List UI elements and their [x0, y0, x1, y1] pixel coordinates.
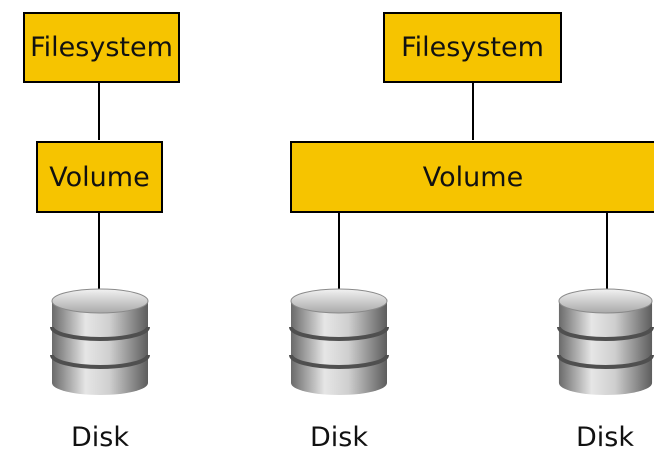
- right-volume-label: Volume: [422, 161, 524, 193]
- connector-right-volume-disk1: [338, 212, 340, 290]
- right-volume-box: Volume: [290, 141, 654, 213]
- left-volume-box: Volume: [36, 141, 163, 213]
- left-disk: [50, 287, 150, 397]
- right-disk-1: [289, 287, 389, 397]
- connector-right-volume-disk2: [606, 212, 608, 290]
- left-filesystem-label: Filesystem: [30, 32, 173, 63]
- database-icon: [557, 288, 654, 395]
- connector-left-volume-disk: [98, 212, 100, 290]
- right-disk-1-label: Disk: [310, 422, 368, 453]
- right-filesystem-box: Filesystem: [383, 12, 562, 83]
- right-disk-2: [557, 287, 654, 397]
- database-icon: [289, 288, 389, 395]
- left-volume-label: Volume: [49, 161, 150, 193]
- left-filesystem-box: Filesystem: [23, 12, 180, 83]
- right-filesystem-label: Filesystem: [401, 32, 544, 63]
- connector-right-fs-volume: [472, 82, 474, 140]
- right-disk-2-label: Disk: [576, 422, 634, 453]
- connector-left-fs-volume: [98, 82, 100, 140]
- database-icon: [50, 288, 150, 395]
- left-disk-label: Disk: [71, 422, 129, 453]
